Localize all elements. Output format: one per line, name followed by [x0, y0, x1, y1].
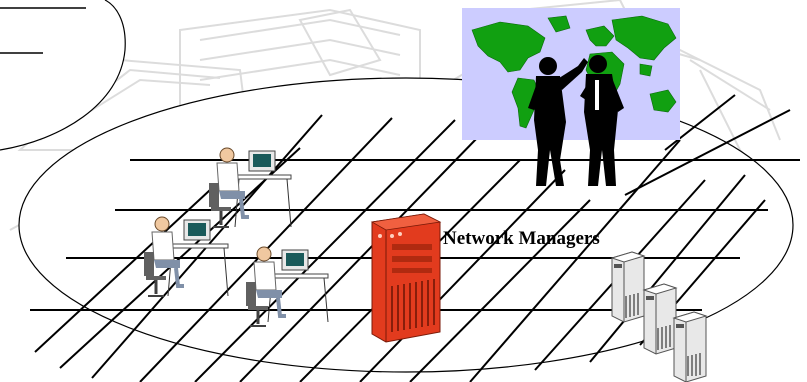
workstation-operator-2	[144, 216, 229, 297]
network-managers-server	[370, 213, 442, 343]
server-stack	[610, 251, 708, 382]
world-map-presentation	[462, 8, 680, 186]
workstation-operator-3	[246, 246, 329, 327]
upper-left-zone	[0, 0, 126, 151]
workstation-operator-1	[209, 147, 292, 228]
network-managers-label: Network Managers	[443, 228, 600, 249]
